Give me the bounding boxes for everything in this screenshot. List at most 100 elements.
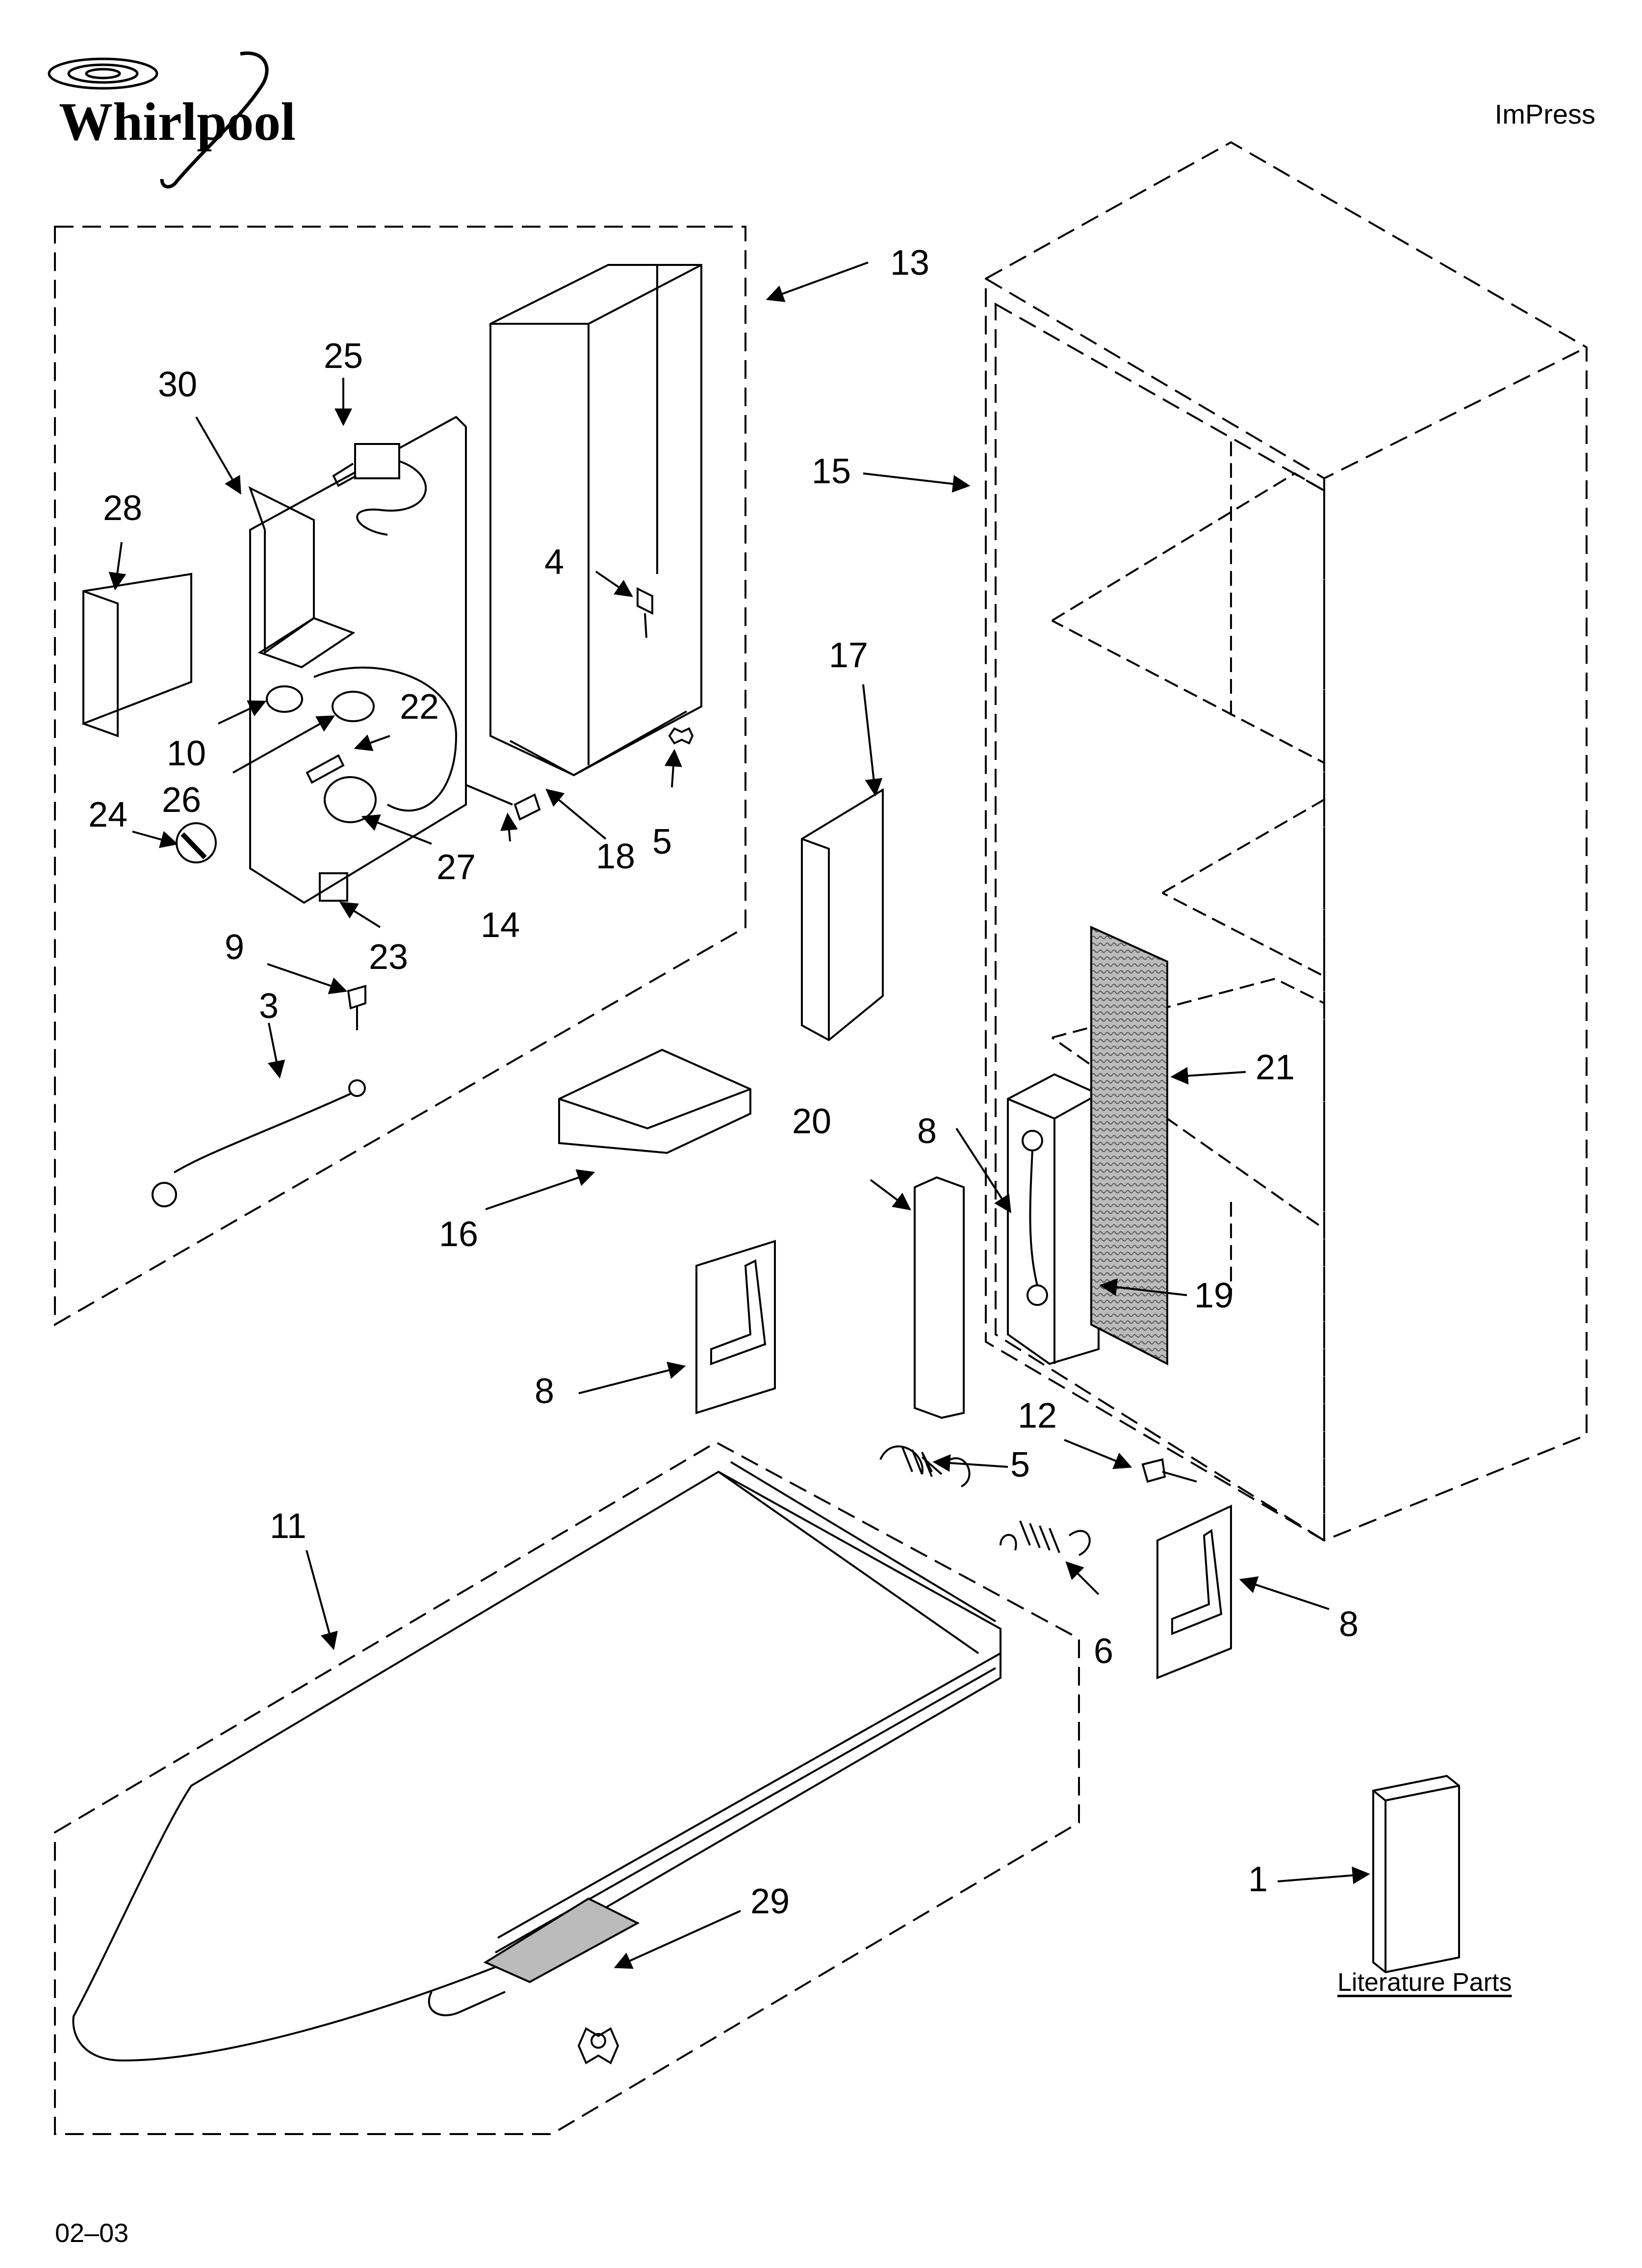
cabinet-top-edge [985, 278, 1587, 480]
knob-grip [180, 832, 207, 860]
leader-16 [485, 1169, 595, 1210]
bracket-fold [559, 1088, 751, 1130]
side-panel-edge [801, 838, 830, 1040]
leader-2 [267, 1022, 285, 1079]
gear-hub [590, 2033, 606, 2049]
grommet-26 [332, 691, 375, 722]
callout-11: 11 [270, 1507, 307, 1546]
callout-3: 4 [544, 543, 564, 582]
callout-1: 1 [1248, 1860, 1268, 1899]
whirlpool-logo: Whirlpool [29, 39, 343, 201]
callout-9: 9 [225, 928, 245, 967]
leader-9 [267, 963, 348, 994]
leader-29 [614, 1910, 741, 1969]
cabinet-shelf-lower [1051, 977, 1325, 1231]
callout-19: 19 [1194, 1276, 1234, 1315]
leader-11 [306, 1550, 338, 1650]
leader-15 [863, 472, 971, 493]
control-group-boundary [54, 226, 746, 1327]
hinge-8-right-slot [1171, 1529, 1223, 1635]
switch-25 [354, 443, 400, 479]
leader-1 [1277, 1866, 1370, 1884]
side-panel-17 [801, 788, 884, 1042]
junction-box-edges [1007, 1093, 1099, 1364]
leader-18 [545, 788, 607, 840]
hood-bottom [510, 710, 687, 777]
callout-7: 8 [917, 1112, 937, 1151]
callout-6: 6 [1094, 1632, 1114, 1671]
leader-4 [664, 749, 682, 788]
washer-4 [668, 727, 694, 745]
cover-flange [83, 590, 119, 737]
switch-stem [332, 463, 357, 487]
control-bracket [248, 486, 315, 654]
model-name: ImPress [1494, 99, 1595, 130]
callout-15: 15 [812, 452, 851, 491]
callout-25: 25 [324, 337, 363, 376]
leader-28 [108, 542, 127, 591]
callout-24: 24 [88, 795, 128, 834]
leader-8-left [578, 1361, 686, 1394]
wiring-harness [313, 460, 458, 812]
knob-24 [176, 822, 217, 863]
ironing-board [72, 1470, 1001, 2062]
leader-3 [595, 571, 633, 598]
cabinet-outline [985, 141, 1588, 1542]
literature-booklet [1372, 1774, 1460, 1974]
callout-28: 28 [103, 489, 143, 528]
callout-17: 17 [829, 636, 869, 675]
board-rail [718, 1461, 997, 1654]
spring-5 [879, 1445, 943, 1477]
leader-13 [766, 261, 869, 302]
control-panel-plate [249, 416, 467, 904]
leader-14 [500, 812, 518, 842]
gear-29 [577, 2027, 619, 2064]
outlet-23 [319, 872, 348, 902]
trim-bar-20 [914, 1176, 965, 1419]
leader-17 [862, 684, 883, 797]
leader-30 [195, 416, 241, 495]
ground-wire-2 [173, 1092, 353, 1173]
callout-29: 29 [750, 1882, 790, 1921]
callout-10: 10 [167, 734, 206, 773]
screw-12 [1141, 1458, 1197, 1483]
board-foot [428, 1991, 506, 2016]
junction-box-19 [1007, 1073, 1100, 1365]
screw-3 [637, 587, 653, 638]
hinge-8-left [695, 1240, 776, 1414]
leader-27 [361, 814, 432, 845]
leader-21 [1170, 1067, 1246, 1085]
filter-21 [1090, 925, 1168, 1366]
callout-5: 5 [1010, 1445, 1030, 1485]
callout-18: 18 [596, 837, 636, 876]
leader-26 [232, 715, 335, 774]
leader-23 [339, 902, 381, 928]
literature-parts-caption: Literature Parts [1337, 1968, 1512, 1997]
leader-22 [354, 734, 390, 752]
leader-10 [218, 700, 267, 725]
callout-4: 5 [652, 822, 672, 861]
callout-12: 12 [1018, 1396, 1057, 1435]
ground-terminal-2 [152, 1182, 177, 1207]
callout-30: 30 [158, 365, 198, 404]
ring-10 [266, 685, 303, 713]
callout-27: 27 [436, 848, 476, 887]
callout-8-left: 8 [535, 1372, 555, 1411]
hinge-8-right [1156, 1504, 1232, 1679]
cover-28 [82, 573, 192, 725]
hinge-8-left-slot [710, 1259, 767, 1365]
hood-enclosure [489, 264, 702, 777]
leader-24 [132, 831, 179, 848]
spring-6-hook [1068, 1530, 1091, 1556]
board-pad [483, 1897, 640, 1983]
callout-14: 14 [481, 906, 520, 945]
cabinet-inner-frame [995, 302, 1325, 1542]
callout-21: 21 [1256, 1048, 1295, 1087]
footer-code: 02–03 [55, 2218, 129, 2248]
leader-12 [1064, 1439, 1132, 1469]
control-bracket-floor [257, 617, 356, 669]
callout-13: 13 [890, 243, 930, 283]
screw-9 [347, 985, 366, 1030]
timer-27 [324, 776, 377, 823]
